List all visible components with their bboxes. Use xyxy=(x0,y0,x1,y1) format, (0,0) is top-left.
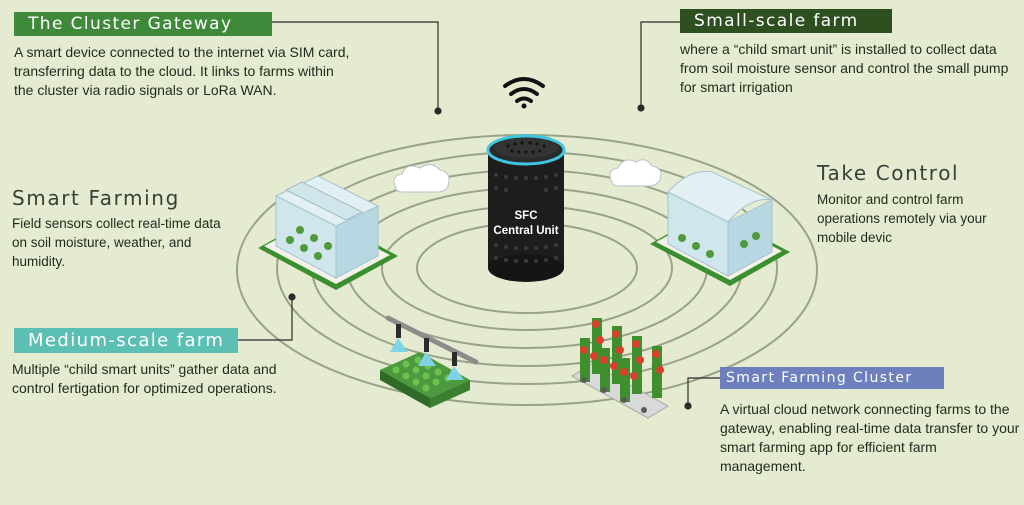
smart-farming-description: Field sensors collect real-time data on … xyxy=(12,216,221,269)
smart-farming-title: Smart Farming xyxy=(12,186,180,210)
small-farm-description: where a “child smart unit” is installed … xyxy=(680,41,1009,95)
cluster-banner: Smart Farming Cluster xyxy=(720,367,944,389)
central-unit-label: SFC Central Unit xyxy=(490,209,562,239)
cloud-icon xyxy=(393,159,662,193)
medium-farm-banner: Medium-scale farm xyxy=(14,328,238,353)
cluster-description: A virtual cloud network connecting farms… xyxy=(720,401,1020,474)
greenhouse-icon xyxy=(650,170,790,286)
central-unit-line1: SFC xyxy=(514,210,538,222)
tomato-plant-icon xyxy=(570,318,670,419)
connector-lines xyxy=(238,21,720,410)
sprinkler-icon xyxy=(380,315,479,408)
central-unit-line2: Central Unit xyxy=(493,225,559,237)
gateway-banner: The Cluster Gateway xyxy=(14,12,272,36)
speaker-device-icon xyxy=(486,134,566,282)
small-farm-banner: Small-scale farm xyxy=(680,9,892,33)
medium-farm-description: Multiple “child smart units” gather data… xyxy=(12,361,277,396)
take-control-title: Take Control xyxy=(817,161,960,185)
greenhouse-icon xyxy=(258,175,398,290)
gateway-description: A smart device connected to the internet… xyxy=(14,44,350,98)
wifi-icon xyxy=(503,77,545,109)
take-control-description: Monitor and control farm operations remo… xyxy=(817,192,987,245)
